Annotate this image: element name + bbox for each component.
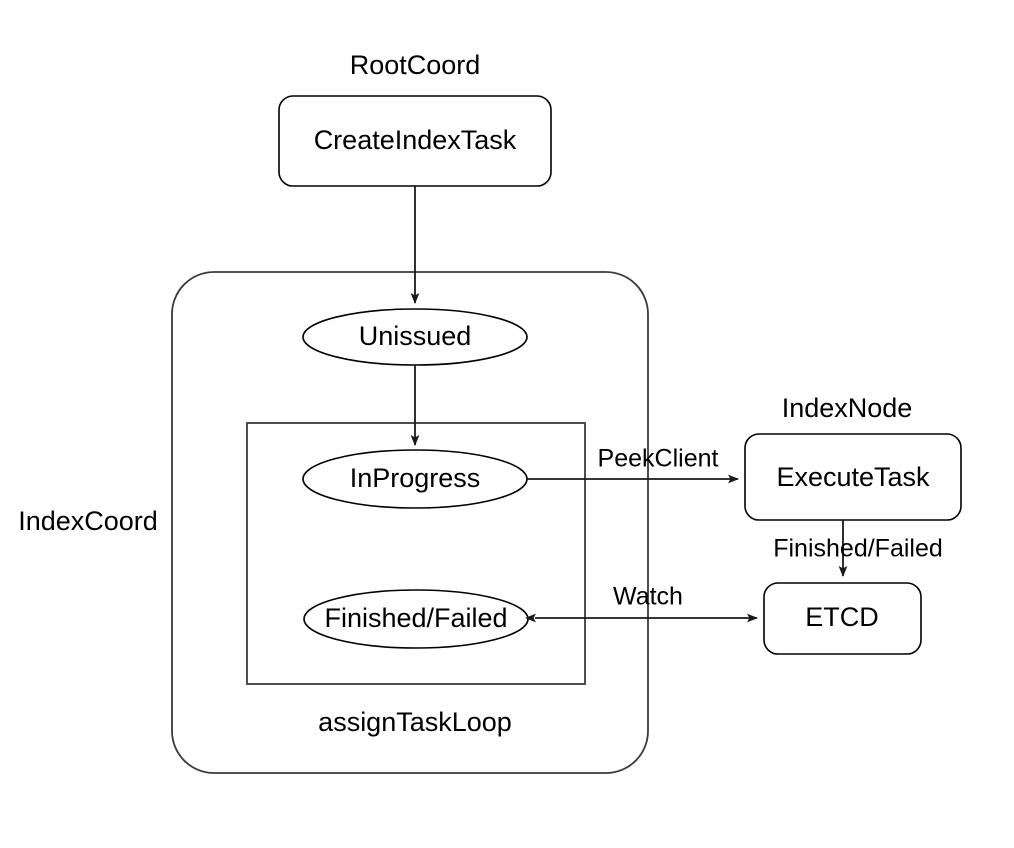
group-indexcoord-box	[171, 271, 649, 774]
edge-label-watch: Watch	[613, 583, 683, 611]
node-execute-task-box[interactable]	[744, 433, 962, 521]
group-label-indexcoord: IndexCoord	[18, 506, 158, 536]
group-label-rootcoord: RootCoord	[350, 50, 481, 80]
node-label-finished-failed: Finished/Failed	[324, 603, 507, 633]
group-assigntaskloop-box	[246, 422, 586, 685]
edge-label-peekclient: PeekClient	[598, 445, 719, 473]
node-label-create-index-task: CreateIndexTask	[314, 125, 517, 155]
edge-label-finished-failed: Finished/Failed	[773, 535, 943, 563]
node-etcd-box[interactable]	[763, 582, 922, 655]
node-label-in-progress: InProgress	[350, 463, 481, 493]
group-label-indexnode: IndexNode	[782, 393, 913, 423]
node-label-execute-task: ExecuteTask	[776, 462, 930, 492]
node-label-unissued: Unissued	[359, 321, 472, 351]
group-label-assigntaskloop: assignTaskLoop	[318, 707, 512, 737]
node-label-etcd: ETCD	[805, 602, 879, 632]
